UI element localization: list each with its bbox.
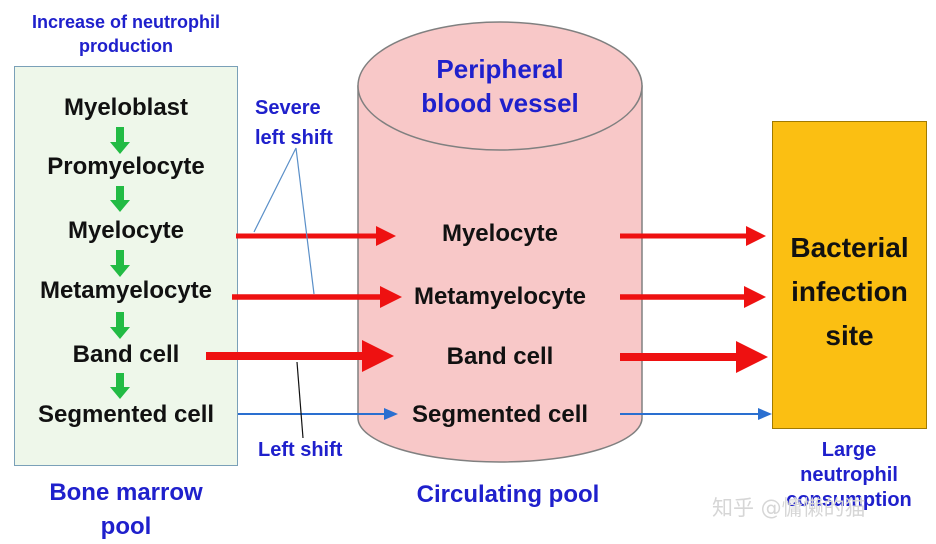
stage-promyelocyte: Promyelocyte — [47, 153, 205, 180]
header-note-line2: production — [79, 36, 173, 56]
header-note-line1: Increase of neutrophil — [31, 12, 221, 32]
bone-marrow-pool-line2: pool — [100, 513, 152, 540]
consumption-line3: consumption — [786, 489, 912, 511]
header-note: Increase of neutrophil production — [10, 10, 242, 58]
green-arrow-2 — [110, 186, 130, 212]
severe-left-shift-label: Severe left shift — [255, 93, 333, 153]
consumption-line1: Large — [821, 439, 877, 461]
vessel-title-line1: Peripheral — [436, 54, 564, 84]
infection-site-line3: site — [825, 320, 874, 351]
vessel-title-line2: blood vessel — [421, 88, 579, 118]
bone-marrow-pool-label: Bone marrow pool — [14, 476, 238, 544]
infection-site-label: Bacterial infection site — [772, 226, 927, 358]
annotation-leaders — [253, 147, 315, 295]
consumption-label: Large neutrophil consumption — [766, 438, 932, 513]
infection-site-line1: Bacterial — [790, 232, 909, 263]
circulating-pool-label: Circulating pool — [416, 481, 600, 508]
green-arrow-4 — [110, 312, 130, 339]
green-arrow-5 — [110, 373, 130, 399]
vessel-title: Peripheral blood vessel — [390, 52, 610, 120]
left-shift-leader — [296, 361, 304, 439]
blood-vessel-cylinder — [357, 21, 643, 463]
severe-left-shift-line2: left shift — [255, 127, 333, 149]
left-shift-label: Left shift — [258, 439, 343, 461]
infection-site-line2: infection — [791, 276, 908, 307]
green-arrow-1 — [110, 127, 130, 154]
green-arrows — [110, 127, 130, 399]
stage-band-cell: Band cell — [72, 341, 180, 368]
bone-marrow-pool-line1: Bone marrow — [49, 479, 203, 506]
stage-metamyelocyte: Metamyelocyte — [39, 277, 213, 304]
stage-segmented-cell: Segmented cell — [37, 401, 215, 428]
stage-myeloblast: Myeloblast — [63, 94, 189, 121]
severe-left-shift-line1: Severe — [255, 97, 321, 119]
vessel-cell-myelocyte: Myelocyte — [441, 220, 559, 247]
infection-site-box — [772, 121, 927, 429]
vessel-cell-band-cell: Band cell — [446, 343, 554, 370]
vessel-cell-metamyelocyte: Metamyelocyte — [413, 283, 587, 310]
vessel-cell-segmented-cell: Segmented cell — [411, 401, 589, 428]
green-arrow-3 — [110, 250, 130, 277]
consumption-line2: neutrophil — [800, 464, 898, 486]
stage-myelocyte: Myelocyte — [67, 217, 185, 244]
watermark: 知乎 @慵懒的猫 — [712, 496, 866, 520]
